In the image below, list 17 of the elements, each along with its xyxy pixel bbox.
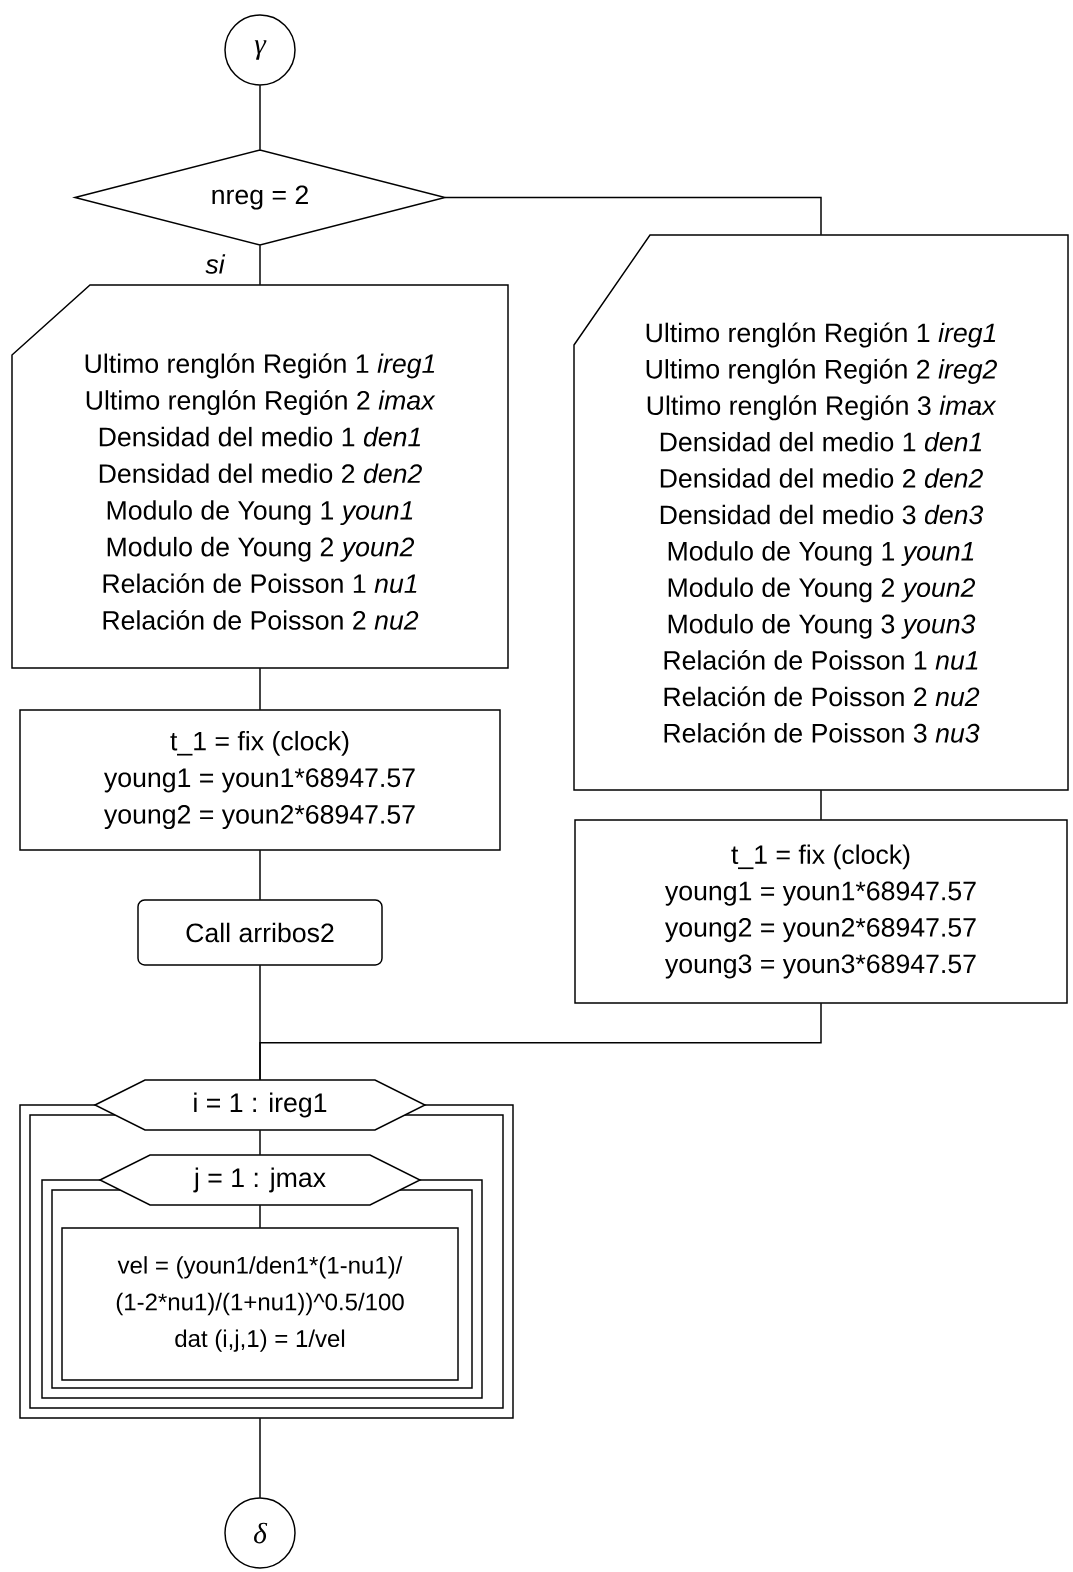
connector-line xyxy=(259,84,261,151)
connector-line xyxy=(820,789,822,821)
connector-line xyxy=(259,667,261,711)
process-box: t_1 = fix (clock) young1 = youn1*68947.57 young2 = youn2*68947.57 xyxy=(19,709,501,851)
process-box: t_1 = fix (clock) young1 = youn1*68947.57 young2 = youn2*68947.57 young3 = youn3*68947.57 xyxy=(574,819,1068,1004)
input-box: Ultimo renglón Región 1 ireg1 Ultimo renglón Región 2 imax Densidad del medio 1 den1 Densidad del medio 2 den2 Modulo de Young 1 youn1 Modulo de Young 2 youn2 Relación de Poisson 1 nu1 Relación de Poisson 2 nu2 xyxy=(11,284,509,669)
connector-line xyxy=(259,1129,261,1156)
process-box: vel = (youn1/den1*(1-nu1)/ (1-2*nu1)/(1+nu1))^0.5/100 dat (i,j,1) = 1/vel xyxy=(61,1227,459,1381)
connector-line xyxy=(259,1204,261,1229)
input-box: Ultimo renglón Región 1 ireg1 Ultimo renglón Región 2 ireg2 Ultimo renglón Región 3 imax Densidad del medio 1 den1 Densidad del medio 2 den2 Densidad del medio 3 den3 Modulo de Young 1 youn1 Modulo de Young 2 youn2 Modulo de Young 3 youn3 Relación de Poisson 1 nu1 Relación de Poisson 2 nu2 Relación de Poisson 3 nu3 xyxy=(573,234,1069,791)
connector-line xyxy=(259,849,261,901)
connector-line xyxy=(259,1002,822,1081)
subroutine-box: Call arribos2 xyxy=(137,899,383,966)
edge-label: si xyxy=(204,252,226,276)
connector-line xyxy=(444,196,822,236)
connector-line xyxy=(259,1417,261,1499)
connector-line xyxy=(259,244,261,286)
